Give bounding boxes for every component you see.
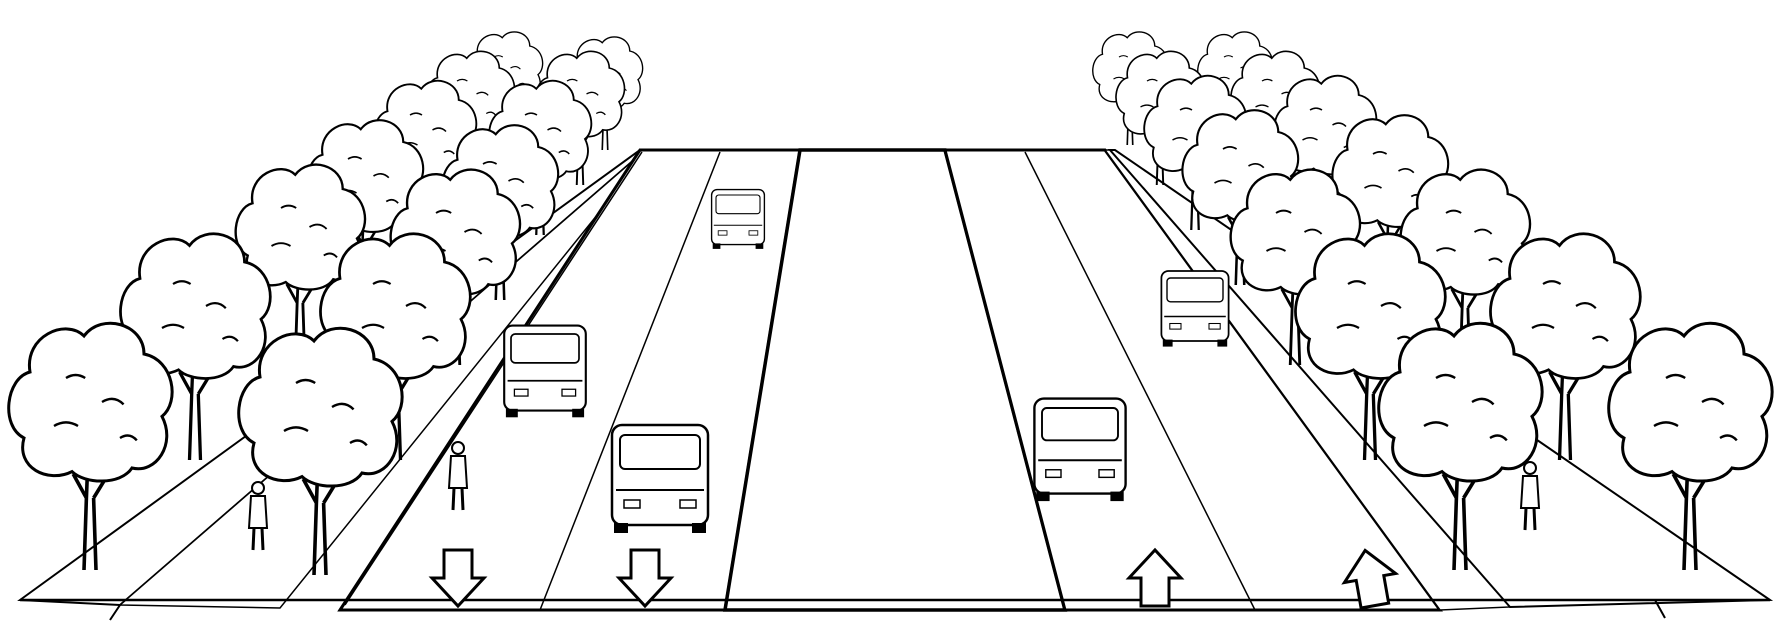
street-cross-section-diagram	[6, 31, 1774, 621]
